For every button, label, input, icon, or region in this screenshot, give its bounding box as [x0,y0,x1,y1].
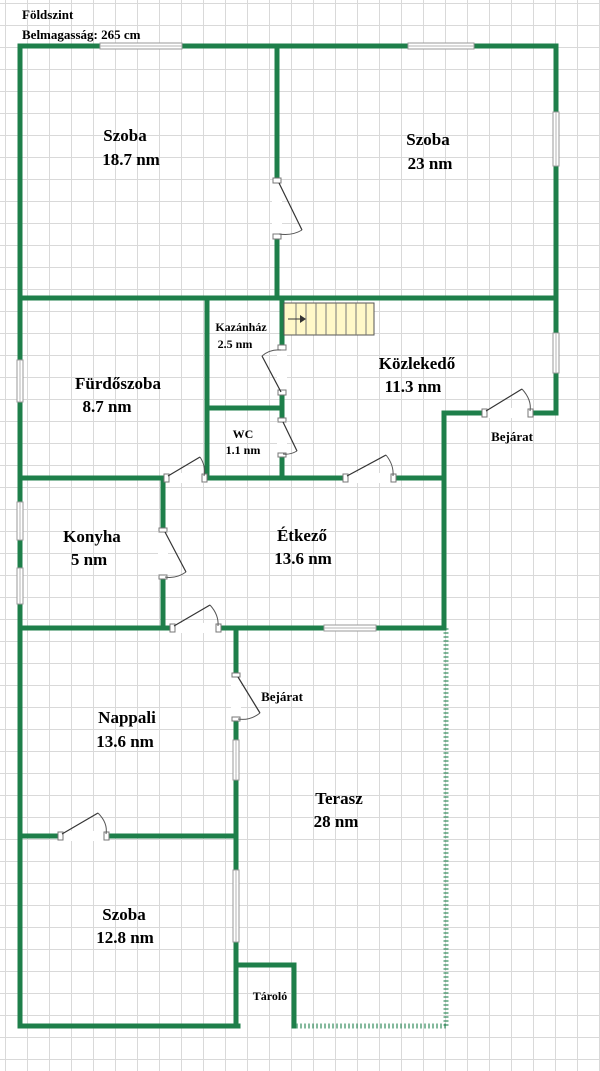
room-name: Szoba [406,130,450,149]
room-furdoszoba: Fürdőszoba 8.7 nm [75,374,161,416]
room-area: 2.5 nm [218,337,253,351]
door [57,812,110,841]
room-area: 28 nm [314,812,359,831]
room-szoba-1: Szoba 18.7 nm [102,126,160,169]
room-area: 18.7 nm [102,150,160,169]
room-kozlekedo: Közlekedő 11.3 nm [379,354,456,396]
room-area: 13.6 nm [96,732,154,751]
door [169,604,222,633]
terrace-boundary [296,628,449,1029]
windows [16,42,560,943]
room-area: 12.8 nm [96,928,154,947]
room-area: 13.6 nm [274,549,332,568]
doors [57,177,534,841]
door [272,177,303,240]
room-name: Közlekedő [379,354,456,373]
door [158,527,187,580]
room-kazanhaz: Kazánház 2.5 nm [215,320,267,351]
room-tarolo: Tároló [253,989,287,1003]
room-name: Szoba [102,905,146,924]
entrance-door [481,388,534,418]
staircase [283,302,375,336]
door [277,417,298,458]
room-name: WC [233,427,254,441]
room-name: Fürdőszoba [75,374,161,393]
room-name: Terasz [315,789,363,808]
room-area: 23 nm [408,154,453,173]
room-name: Tároló [253,989,287,1003]
door [342,454,397,483]
walls [17,43,559,1029]
room-szoba-3: Szoba 12.8 nm [96,905,154,947]
room-name: Szoba [103,126,147,145]
room-area: 8.7 nm [82,397,131,416]
room-name: Étkező [277,526,328,545]
room-name: Nappali [98,708,156,727]
room-area: 5 nm [71,550,107,569]
room-area: 11.3 nm [385,377,442,396]
room-konyha: Konyha 5 nm [63,527,121,569]
door [163,456,208,483]
room-terasz: Terasz 28 nm [314,789,364,831]
entrance-door [231,672,261,722]
room-name: Kazánház [215,320,267,334]
room-nappali: Nappali 13.6 nm [96,708,156,751]
room-area: 1.1 nm [226,443,261,457]
door [261,344,287,396]
room-wc: WC 1.1 nm [226,427,261,457]
room-name: Konyha [63,527,121,546]
room-szoba-2: Szoba 23 nm [406,130,452,173]
floor-label: Földszint [22,7,74,22]
entrance-label: Bejárat [491,429,534,444]
room-etkezo: Étkező 13.6 nm [274,526,332,568]
entrance-label: Bejárat [261,689,304,704]
ceiling-height-label: Belmagasság: 265 cm [22,27,141,42]
